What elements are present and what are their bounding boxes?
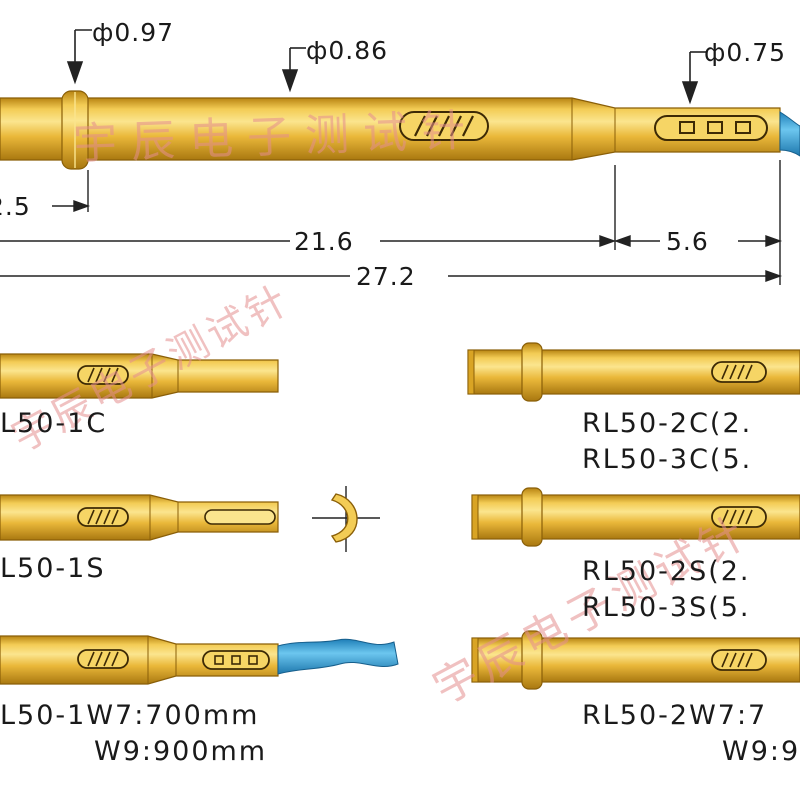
- length-label-27-2: 27.2: [356, 262, 416, 291]
- model-label-3s: RL50-3S(5.: [582, 592, 751, 623]
- length-label-5-6: 5.6: [666, 227, 709, 256]
- model-label-1c: L50-1C: [0, 408, 108, 439]
- diameter-label-086: ф0.86: [306, 36, 389, 65]
- diameter-label-075: ф0.75: [704, 38, 787, 67]
- dimension-lines: [0, 200, 783, 282]
- model-label-2w-line1: RL50-2W7:7: [582, 700, 768, 731]
- main-probe: [0, 90, 800, 170]
- variant-1w-wire: [277, 638, 399, 675]
- main-probe-body: [0, 97, 781, 161]
- cross-section-symbol: [312, 486, 380, 552]
- variant-2c-drawing: [467, 342, 800, 402]
- extension-lines: [87, 160, 781, 285]
- variant-2w-drawing: [471, 630, 800, 690]
- model-label-1s: L50-1S: [0, 553, 106, 584]
- model-label-1w-line1: L50-1W7:700mm: [0, 700, 260, 731]
- model-label-2s: RL50-2S(2.: [582, 556, 751, 587]
- length-label-2-5: 2.5: [0, 192, 31, 221]
- length-label-21-6: 21.6: [294, 227, 354, 256]
- model-label-3c: RL50-3C(5.: [582, 444, 753, 475]
- model-label-2c: RL50-2C(2.: [582, 408, 753, 439]
- variant-1s-drawing: [0, 494, 279, 541]
- model-label-1w-line2: W9:900mm: [94, 736, 268, 767]
- variant-2s-drawing: [471, 487, 800, 547]
- model-label-2w-line2: W9:9: [722, 736, 800, 767]
- variant-1w-drawing: [0, 635, 399, 685]
- main-probe-wire: [779, 111, 800, 157]
- variant-1c-drawing: [0, 353, 279, 399]
- diameter-leaders: [66, 29, 706, 105]
- diameter-label-097: ф0.97: [92, 18, 175, 47]
